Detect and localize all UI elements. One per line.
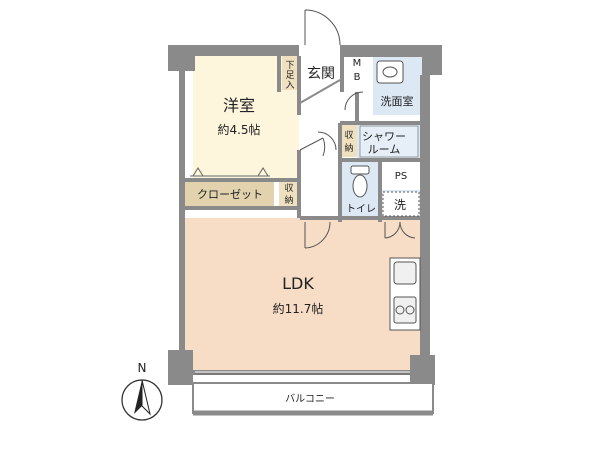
shoe-box-label-2: 足 <box>285 70 294 81</box>
western-room-name: 洋室 <box>223 96 255 115</box>
closet-floor <box>185 180 274 207</box>
entry-step <box>299 79 341 104</box>
shower-room-label-2: ルーム <box>368 143 401 156</box>
washroom-label: 洗面室 <box>381 94 414 108</box>
balcony-label: バルコニー <box>285 393 335 405</box>
ps-label: PS <box>395 171 407 182</box>
kitchen-counter <box>389 257 421 331</box>
shoe-box-label-1: 下 <box>285 61 294 71</box>
closet-label: クローゼット <box>197 188 263 201</box>
mb-label-m: M <box>353 58 362 69</box>
shower-room-label-1: シャワー <box>362 130 406 143</box>
western-room-floor <box>193 56 299 180</box>
compass-needle <box>134 380 142 414</box>
washer-label: 洗 <box>394 198 406 212</box>
storage-a-label-1: 収 <box>344 129 353 141</box>
storage-a-label-2: 納 <box>344 142 353 154</box>
shoebox-floor <box>282 56 299 90</box>
western-room-area: 約4.5帖 <box>217 122 260 137</box>
doors <box>299 9 416 249</box>
entrance-label: 玄関 <box>307 65 335 82</box>
shoe-box-label-3: 入 <box>285 80 294 91</box>
toilet-label: トイレ <box>346 204 376 215</box>
compass-north-label: N <box>138 361 147 375</box>
closet-door-marks <box>190 167 270 177</box>
ldk-name: LDK <box>282 274 314 293</box>
washer-pan <box>382 191 420 217</box>
storage-b-label-1: 収 <box>284 182 293 194</box>
storage-b-floor <box>279 180 299 207</box>
washbasin-bowl <box>382 66 398 78</box>
compass: N <box>121 361 163 421</box>
mb-label-b: B <box>354 72 361 83</box>
ldk-floor <box>183 218 420 370</box>
interior-walls <box>185 45 422 222</box>
washbasin <box>376 60 404 84</box>
storage-a-floor <box>342 123 357 157</box>
shower-tray <box>359 125 419 158</box>
ldk-area: 約11.7帖 <box>273 301 324 316</box>
storage-b-label-2: 納 <box>284 194 293 206</box>
toilet-fixture <box>350 165 370 198</box>
